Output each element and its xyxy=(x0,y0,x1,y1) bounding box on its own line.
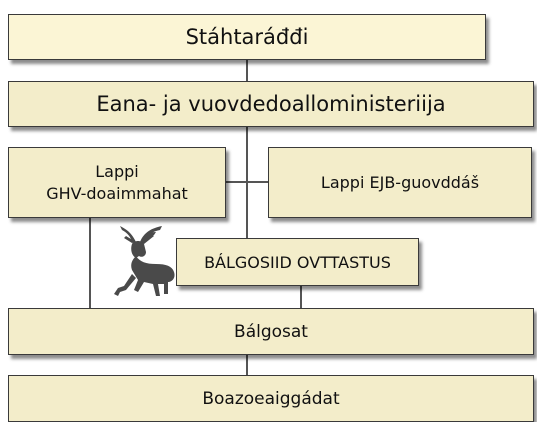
connector-balgosat-owners xyxy=(246,355,248,375)
lapland-center-label: Lappi EJB-guovddáš xyxy=(320,173,480,192)
ministry-label: Eana- ja vuovdedoalloministeriija xyxy=(96,92,446,116)
lapland-center-box: Lappi EJB-guovddáš xyxy=(268,147,532,218)
connector-ministry-trunk xyxy=(246,126,248,286)
herding-districts-label: Bálgosat xyxy=(234,321,308,342)
reindeer-owners-box: Boazoeaiggádat xyxy=(8,375,534,422)
connector-horizontal xyxy=(226,181,268,183)
state-council-box: Stáhtaráđđi xyxy=(8,14,486,60)
herding-districts-box: Bálgosat xyxy=(8,308,534,355)
state-council-label: Stáhtaráđđi xyxy=(185,25,309,49)
connector-association-balgosat xyxy=(300,286,302,308)
association-box: BÁLGOSIID OVTTASTUS xyxy=(176,238,419,286)
association-label: BÁLGOSIID OVTTASTUS xyxy=(204,252,391,272)
connector-council-ministry xyxy=(246,59,248,81)
lapland-authorities-label: Lappi GHV-doaimmahat xyxy=(46,161,188,203)
connector-left-branch xyxy=(89,218,91,308)
ministry-box: Eana- ja vuovdedoalloministeriija xyxy=(8,81,534,127)
reindeer-owners-label: Boazoeaiggádat xyxy=(202,388,340,409)
reindeer-logo-icon xyxy=(114,226,175,296)
lapland-authorities-box: Lappi GHV-doaimmahat xyxy=(8,147,226,218)
